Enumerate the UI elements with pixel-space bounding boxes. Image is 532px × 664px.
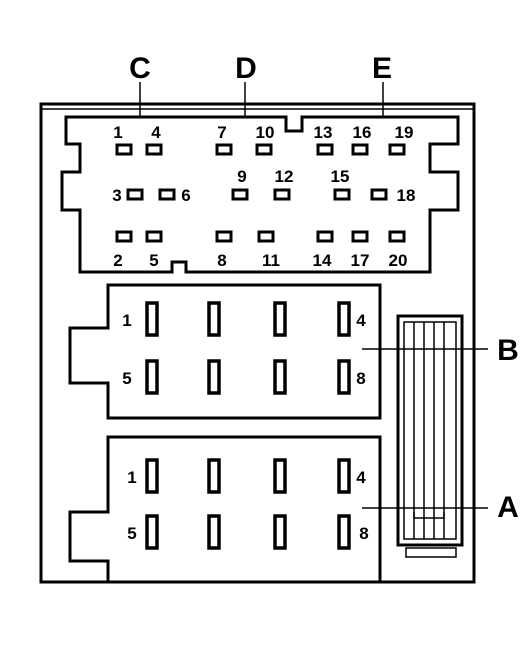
- pin-17: [351, 230, 369, 243]
- connector-a-pin-1: [145, 458, 159, 494]
- connector-a-label-4: 4: [356, 468, 366, 487]
- pin-label-9: 9: [237, 167, 246, 186]
- pin-12: [273, 188, 291, 201]
- pin-label-3: 3: [112, 186, 121, 205]
- latch-hook: [413, 512, 445, 519]
- connector-a-pin-8: [337, 514, 351, 550]
- pin-20: [388, 230, 406, 243]
- connector-a-pin-2: [207, 458, 221, 494]
- pin-label-12: 12: [275, 167, 294, 186]
- pin-4: [145, 143, 163, 156]
- connector-b-label-8: 8: [356, 369, 365, 388]
- connector-a-pin-7: [273, 514, 287, 550]
- pin-10: [255, 143, 273, 156]
- connector-b-pin-2: [207, 301, 221, 337]
- pin-label-16: 16: [353, 123, 372, 142]
- connector-a-label-1: 1: [127, 468, 136, 487]
- pin-label-1: 1: [113, 123, 122, 142]
- connector-b-label-1: 1: [122, 311, 131, 330]
- pin-14: [316, 230, 334, 243]
- pin-15: [333, 188, 351, 201]
- pin-label-13: 13: [314, 123, 333, 142]
- latch-inner: [403, 321, 457, 540]
- section-label-d: D: [235, 52, 257, 85]
- pin-1: [115, 143, 133, 156]
- pin-9: [231, 188, 249, 201]
- connector-b-pin-5: [145, 359, 159, 395]
- connector-b-pin-6: [207, 359, 221, 395]
- pin-8: [215, 230, 233, 243]
- pin-label-15: 15: [331, 167, 350, 186]
- pin-label-20: 20: [389, 251, 408, 270]
- pin-18: [370, 188, 388, 201]
- pin-3: [126, 188, 144, 201]
- pin-6: [158, 188, 176, 201]
- pin-label-11: 11: [262, 251, 280, 270]
- pin-2: [115, 230, 133, 243]
- section-label-c: C: [129, 52, 151, 85]
- pin-label-14: 14: [313, 251, 332, 270]
- section-label-e: E: [372, 52, 392, 85]
- connector-b-label-4: 4: [356, 311, 366, 330]
- pin-label-19: 19: [395, 123, 414, 142]
- label-a: A: [497, 491, 519, 524]
- outer-housing: [39, 102, 476, 584]
- connector-b-label-5: 5: [122, 369, 131, 388]
- pin-label-5: 5: [149, 251, 158, 270]
- connector-a-pin-6: [207, 514, 221, 550]
- connector-b-pin-3: [273, 301, 287, 337]
- pin-13: [316, 143, 334, 156]
- pin-label-17: 17: [351, 251, 370, 270]
- pin-label-8: 8: [217, 251, 226, 270]
- connector-b-block: [68, 283, 382, 420]
- top-connector-block: [60, 115, 460, 274]
- connector-a-pin-5: [145, 514, 159, 550]
- label-b: B: [497, 334, 519, 367]
- pin-label-4: 4: [151, 123, 161, 142]
- latch-outer: [396, 314, 464, 547]
- pin-5: [145, 230, 163, 243]
- connector-a-label-8: 8: [359, 524, 368, 543]
- pin-7: [215, 143, 233, 156]
- connector-b-pin-1: [145, 301, 159, 337]
- connector-b-pin-7: [273, 359, 287, 395]
- connector-a-block: [68, 435, 382, 584]
- latch-tab: [405, 547, 457, 558]
- pin-11: [257, 230, 275, 243]
- pin-label-18: 18: [397, 186, 416, 205]
- pin-label-10: 10: [256, 123, 275, 142]
- connector-b-pin-4: [337, 301, 351, 337]
- pin-19: [388, 143, 406, 156]
- pin-label-2: 2: [113, 251, 122, 270]
- pin-label-7: 7: [217, 123, 226, 142]
- connector-a-label-5: 5: [127, 524, 136, 543]
- connector-b-pin-8: [337, 359, 351, 395]
- connector-a-pin-3: [273, 458, 287, 494]
- pin-16: [351, 143, 369, 156]
- connector-a-pin-4: [337, 458, 351, 494]
- pin-label-6: 6: [181, 186, 190, 205]
